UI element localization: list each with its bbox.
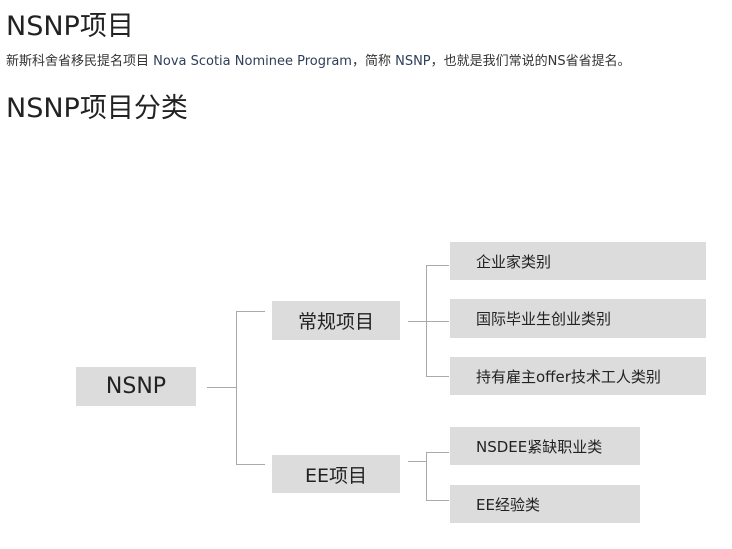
connector <box>426 452 449 453</box>
root-node: NSNP <box>76 367 196 406</box>
connector <box>426 321 449 322</box>
leaf-node: 企业家类别 <box>450 242 706 280</box>
leaf-node: 持有雇主offer技术工人类别 <box>450 357 706 395</box>
connector <box>426 500 449 501</box>
connector <box>207 387 236 388</box>
intro-paragraph: 新斯科舍省移民提名项目 Nova Scotia Nominee Program，… <box>6 50 631 69</box>
connector <box>426 376 449 377</box>
connector <box>236 311 237 464</box>
connector <box>426 265 427 376</box>
connector <box>426 265 449 266</box>
intro-text: 新斯科舍省移民提名项目 <box>6 54 154 69</box>
intro-text: ，也就是我们常说的NS省省提名。 <box>430 54 631 69</box>
connector <box>236 311 265 312</box>
connector <box>236 464 265 465</box>
abbreviation: NSNP <box>395 54 431 69</box>
leaf-node: EE经验类 <box>450 485 640 523</box>
connector <box>408 321 426 322</box>
program-name: Nova Scotia Nominee Program <box>153 54 352 69</box>
section-title: NSNP项目分类 <box>6 93 188 124</box>
connector <box>426 452 427 500</box>
intro-text: ，简称 <box>351 54 396 69</box>
page-title: NSNP项目 <box>6 11 134 42</box>
connector <box>408 461 426 462</box>
branch-node-regular: 常规项目 <box>272 301 400 340</box>
leaf-node: 国际毕业生创业类别 <box>450 299 706 338</box>
leaf-node: NSDEE紧缺职业类 <box>450 427 640 465</box>
branch-node-ee: EE项目 <box>272 455 400 493</box>
